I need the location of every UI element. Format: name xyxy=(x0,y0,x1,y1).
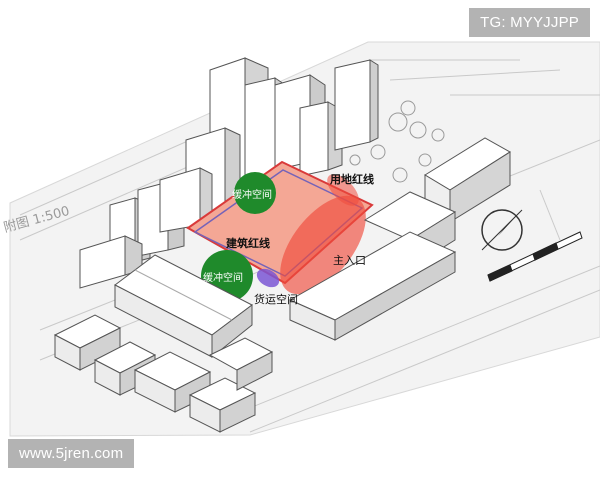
building-cluster-far-left xyxy=(79,167,213,289)
building-cluster-right xyxy=(288,137,511,341)
main-entrance-zone xyxy=(280,195,366,295)
upper-entrance-zone xyxy=(327,174,359,206)
label-buffer-upper: 缓冲空间 xyxy=(232,188,272,201)
label-land-red-line: 用地红线 xyxy=(330,172,374,186)
large-low-building xyxy=(114,254,253,359)
buffer-zone-upper xyxy=(234,172,276,214)
north-arrow-icon xyxy=(481,209,523,251)
telegram-watermark: TG: MYYJJPP xyxy=(469,8,590,37)
freight-space-zone xyxy=(256,268,280,288)
scale-bar-icon xyxy=(487,231,583,282)
site-watermark: www.5jren.com xyxy=(8,439,135,468)
label-buffer-lower: 缓冲空间 xyxy=(203,271,243,284)
label-freight-space: 货运空间 xyxy=(254,292,298,306)
label-building-red-line: 建筑红线 xyxy=(226,236,270,250)
label-main-entrance: 主入口 xyxy=(333,254,366,267)
context-trees xyxy=(349,100,445,183)
building-cluster-bottom xyxy=(53,314,274,433)
